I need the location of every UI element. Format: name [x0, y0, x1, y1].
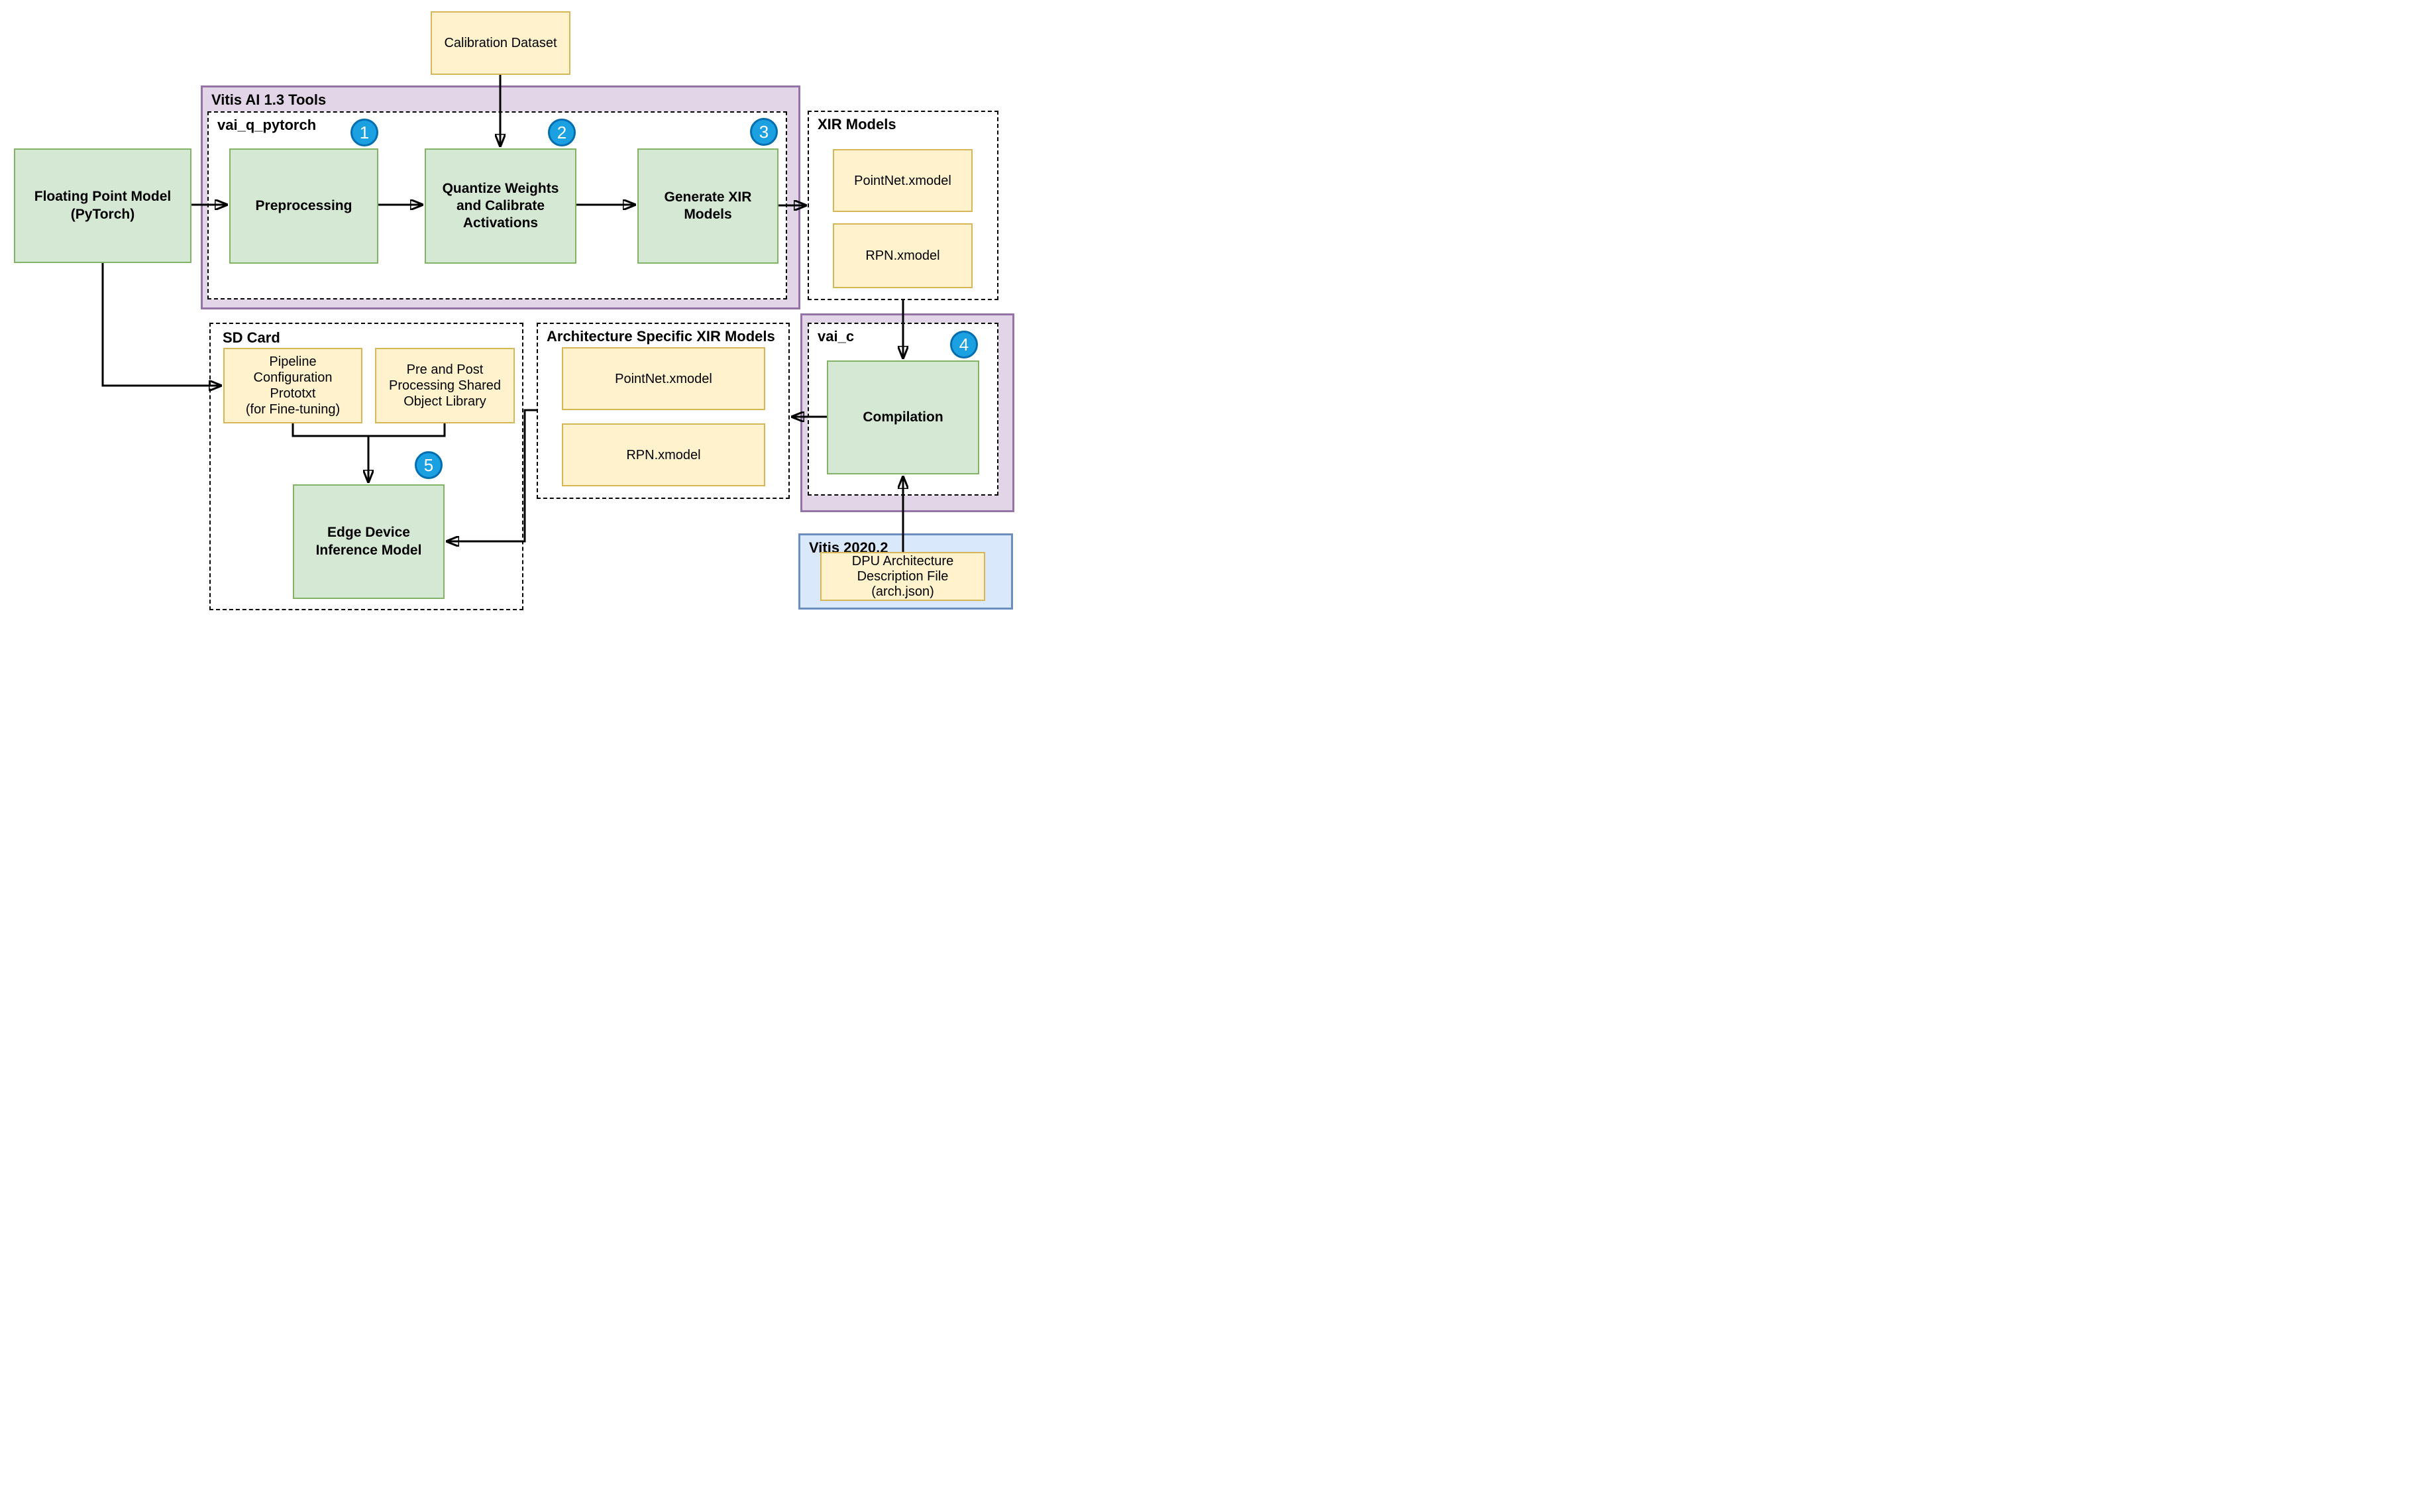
step-badge-5: 5 — [415, 451, 443, 479]
step-badge-4-label: 4 — [959, 334, 969, 354]
node-preprocessing-label: Preprocessing — [255, 197, 352, 213]
node-xir-rpn-xmodel-label: RPN.xmodel — [865, 248, 940, 263]
node-pre-post-library: Pre and Post Processing Shared Object Li… — [375, 348, 515, 423]
node-pre-post-library-label: Pre and Post Processing Shared Object Li… — [389, 362, 501, 409]
node-generate-xir-models-label: Generate XIR Models — [664, 189, 752, 222]
step-badge-3-label: 3 — [759, 121, 769, 142]
node-preprocessing: Preprocessing — [229, 148, 378, 264]
node-dpu-arch-file-label: DPU Architecture Description File (arch.… — [851, 553, 954, 599]
node-floating-point-model-label: Floating Point Model (PyTorch) — [34, 189, 172, 222]
node-arch-rpn-xmodel: RPN.xmodel — [562, 423, 765, 486]
step-badge-4: 4 — [950, 331, 978, 358]
node-floating-point-model: Floating Point Model (PyTorch) — [14, 148, 191, 263]
node-quantize-calibrate: Quantize Weights and Calibrate Activatio… — [425, 148, 576, 264]
node-xir-pointnet-xmodel: PointNet.xmodel — [833, 149, 973, 212]
node-generate-xir-models: Generate XIR Models — [637, 148, 778, 264]
group-sd-card-label: SD Card — [223, 329, 280, 346]
node-dpu-arch-file: DPU Architecture Description File (arch.… — [820, 552, 985, 601]
step-badge-1: 1 — [350, 119, 378, 146]
node-edge-device-inference-model: Edge Device Inference Model — [293, 484, 445, 599]
step-badge-5-label: 5 — [423, 455, 434, 475]
node-compilation: Compilation — [827, 360, 979, 474]
group-vitis-ai-tools-label: Vitis AI 1.3 Tools — [211, 91, 327, 108]
node-calibration-dataset-label: Calibration Dataset — [444, 36, 557, 50]
node-pipeline-config-prototxt: Pipeline Configuration Prototxt (for Fin… — [223, 348, 362, 423]
step-badge-2-label: 2 — [557, 122, 567, 142]
group-vai-q-pytorch-label: vai_q_pytorch — [217, 117, 317, 133]
node-arch-rpn-xmodel-label: RPN.xmodel — [626, 447, 701, 462]
node-quantize-calibrate-label: Quantize Weights and Calibrate Activatio… — [442, 180, 559, 231]
node-pipeline-config-prototxt-label: Pipeline Configuration Prototxt (for Fin… — [245, 354, 341, 417]
step-badge-2: 2 — [548, 119, 576, 146]
diagram-canvas: Vitis AI 1.3 Tools vai_q_pytorch XIR Mod… — [0, 0, 1024, 643]
node-arch-pointnet-xmodel-label: PointNet.xmodel — [615, 371, 712, 386]
group-vai-c-label: vai_c — [818, 328, 855, 345]
node-calibration-dataset: Calibration Dataset — [431, 11, 570, 75]
step-badge-1-label: 1 — [359, 122, 370, 142]
node-xir-pointnet-xmodel-label: PointNet.xmodel — [854, 173, 951, 188]
step-badge-3: 3 — [750, 118, 778, 146]
group-architecture-specific-label: Architecture Specific XIR Models — [547, 328, 775, 345]
node-edge-device-inference-model-label: Edge Device Inference Model — [315, 525, 422, 558]
node-xir-rpn-xmodel: RPN.xmodel — [833, 223, 973, 288]
node-compilation-label: Compilation — [863, 409, 943, 425]
group-xir-models-label: XIR Models — [818, 116, 896, 133]
node-arch-pointnet-xmodel: PointNet.xmodel — [562, 347, 765, 410]
